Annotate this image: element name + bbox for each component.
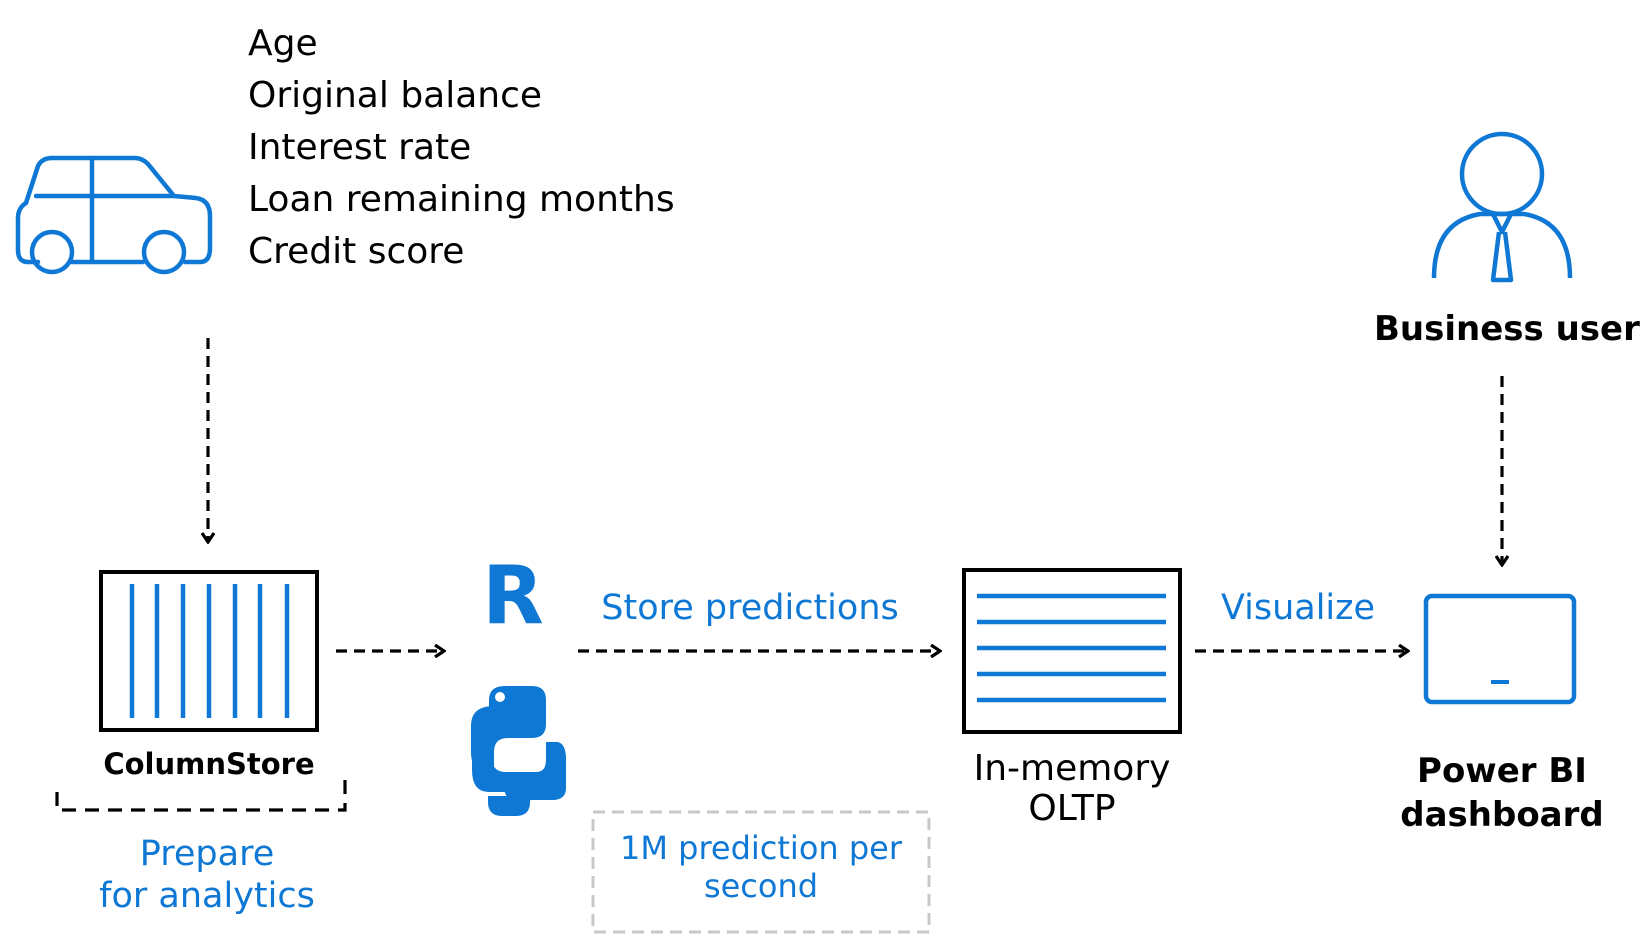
car-icon bbox=[15, 155, 213, 275]
dashboard-label-line1: Power BI bbox=[1417, 751, 1587, 791]
performance-note-line2: second bbox=[703, 867, 819, 905]
columnstore-label: ColumnStore bbox=[103, 747, 315, 781]
prepare-bracket bbox=[55, 780, 347, 812]
attribute-item: Loan remaining months bbox=[248, 179, 675, 220]
attribute-item: Credit score bbox=[248, 231, 465, 272]
python-logo-icon bbox=[471, 686, 566, 816]
oltp-label-line1: In-memory bbox=[973, 748, 1171, 789]
attribute-item: Age bbox=[248, 23, 318, 64]
attribute-item: Original balance bbox=[248, 75, 543, 116]
dashboard-monitor-icon bbox=[1423, 593, 1577, 705]
prepare-caption-line1: Prepare bbox=[139, 834, 275, 874]
rowstore-table-icon bbox=[962, 568, 1182, 734]
store-predictions-label: Store predictions bbox=[601, 588, 899, 628]
oltp-label-line2: OLTP bbox=[1028, 788, 1116, 829]
car-attribute-list: Age Original balance Interest rate Loan … bbox=[248, 18, 675, 278]
visualize-label: Visualize bbox=[1220, 588, 1376, 628]
business-user-label: Business user bbox=[1374, 309, 1640, 349]
prepare-caption-line2: for analytics bbox=[99, 876, 315, 916]
attribute-item: Interest rate bbox=[248, 127, 472, 168]
business-user-icon bbox=[1431, 131, 1573, 283]
columnstore-table-icon bbox=[99, 570, 319, 732]
dashboard-label-line2: dashboard bbox=[1400, 795, 1604, 835]
performance-note-line1: 1M prediction per bbox=[619, 829, 902, 867]
r-language-logo: R bbox=[482, 549, 544, 642]
